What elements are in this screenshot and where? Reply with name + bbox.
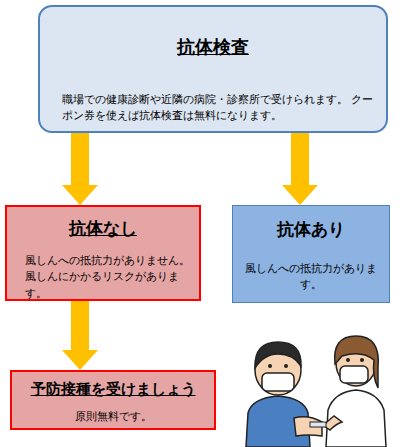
process-box: 抗体検査職場での健康診断や近隣の病院・診察所で受けられます。 クーポン券を使えば… [38,5,388,133]
flow-arrow [282,133,318,205]
box-body-text: 職場での健康診断や近隣の病院・診察所で受けられます。 クーポン券を使えば抗体検査… [62,91,378,124]
nurse-eye [360,358,364,362]
flow-arrow [62,133,98,205]
nurse-eye [346,358,350,362]
box-body-text: 風しんへの抵抗力があります。 [237,260,385,293]
flow-arrow [62,301,98,370]
result-box: 抗体あり風しんへの抵抗力があります。 [232,205,390,303]
patient-eye [268,364,272,368]
box-heading: 予防接種を受けましょう [12,380,214,399]
syringe [310,422,326,427]
result-box: 抗体なし風しんへの抵抗力がありません。 風しんにかかるリスクがあります。 [5,205,201,301]
patient-mask [262,373,294,391]
vaccination-illustration [238,318,388,447]
box-body-text: 風しんへの抵抗力がありません。 風しんにかかるリスクがあります。 [25,252,195,301]
box-heading: 抗体なし [7,217,199,240]
nurse-hand [324,416,342,430]
nurse-mask [340,366,368,383]
box-heading: 抗体検査 [40,35,386,59]
patient-hair [255,342,301,368]
box-heading: 抗体あり [233,218,389,241]
box-body-text: 原則無料です。 [16,408,210,424]
patient-eye [284,364,288,368]
action-box: 予防接種を受けましょう原則無料です。 [10,370,216,430]
nurse-hair [335,336,379,388]
